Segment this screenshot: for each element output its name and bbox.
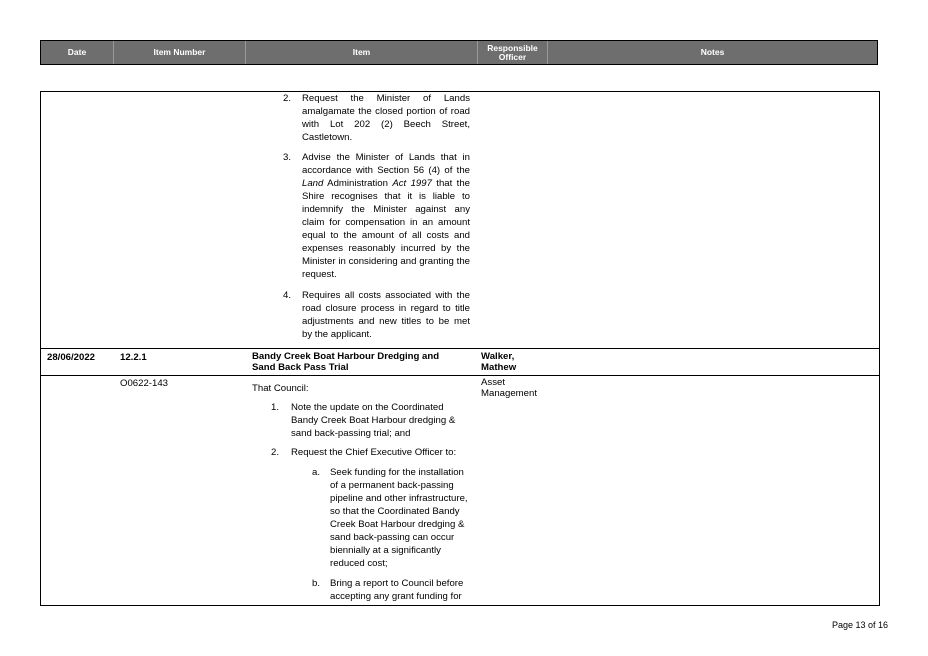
item-date: 28/06/2022 [47, 352, 96, 363]
list-number: 4. [282, 290, 291, 301]
header-date: Date [67, 47, 87, 57]
text-run-italic: Act 1997 [392, 178, 432, 189]
officer-department: Asset Management [481, 377, 537, 399]
row-divider [41, 375, 879, 376]
list-item-text: Request the Minister of Lands amalgamate… [302, 93, 470, 143]
list-item-text: Advise the Minister of Lands that in acc… [302, 151, 470, 281]
text-run: that the Shire recognises that it is lia… [302, 178, 470, 280]
list-number: 2. [282, 93, 291, 104]
list-number: 2. [270, 447, 279, 458]
text-run: Administration [323, 178, 393, 189]
header-notes: Notes [547, 41, 877, 64]
minutes-table: 2. Request the Minister of Lands amalgam… [40, 91, 880, 606]
row-divider [41, 348, 879, 349]
header-item-number: Item Number [113, 41, 245, 64]
item-number: 12.2.1 [120, 352, 147, 363]
header-item: Item [245, 41, 477, 64]
text-run: Advise the Minister of Lands that in acc… [302, 152, 470, 176]
table-header: Date Item Number Item Responsible Office… [40, 40, 878, 65]
item-officer: Walker, Mathew [481, 351, 517, 373]
list-letter: a. [311, 467, 320, 478]
list-item-text: Bring a report to Council before accepti… [330, 578, 464, 602]
page-number: Page 13 of 16 [831, 620, 888, 630]
list-letter: b. [311, 578, 320, 589]
list-number: 1. [270, 402, 279, 413]
resolution-intro: That Council: [252, 383, 309, 394]
list-item-text: Seek funding for the installation of a p… [330, 467, 468, 569]
text-run-italic: Land [302, 178, 324, 189]
resolution-reference: O0622-143 [120, 378, 169, 389]
list-item-text: Request the Chief Executive Officer to: [291, 447, 457, 458]
list-number: 3. [282, 152, 291, 163]
list-item-text: Requires all costs associated with the r… [302, 290, 470, 340]
header-responsible-officer: Responsible Officer [477, 41, 547, 64]
list-item-text: Note the update on the Coordinated Bandy… [291, 402, 456, 439]
item-title: Bandy Creek Boat Harbour Dredging and Sa… [252, 351, 440, 373]
